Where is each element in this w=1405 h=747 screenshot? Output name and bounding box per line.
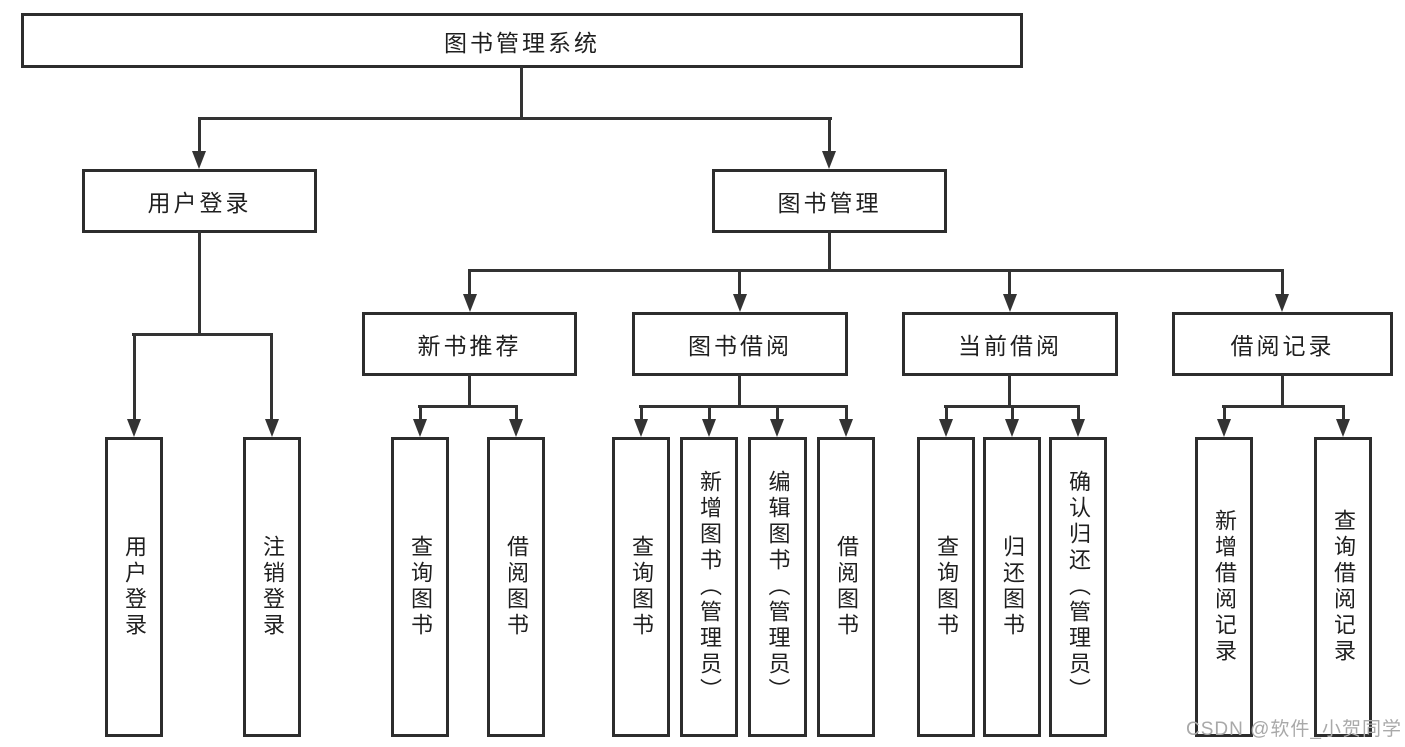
arrowhead-down-icon [509,419,523,437]
watermark: CSDN @软件_小贺同学 [1186,719,1402,740]
leaf-records-query: 查询借阅记录 [1314,437,1372,737]
leaf-bookborrow-borrow: 借阅图书 [817,437,875,737]
connector-line [1342,405,1345,421]
arrowhead-down-icon [265,419,279,437]
leaf-newbooks-borrow: 借阅图书 [487,437,545,737]
connector-line [1011,405,1014,421]
connector-line [845,405,848,421]
node-root: 图书管理系统 [21,13,1023,68]
connector-line [520,66,523,119]
arrowhead-down-icon [822,151,836,169]
connector-line [1281,269,1284,297]
connector-line [945,405,948,421]
connector-line [468,374,471,407]
connector-line [198,231,201,335]
connector-line [419,405,422,421]
arrowhead-down-icon [634,419,648,437]
connector-line [418,405,518,408]
connector-line [468,269,471,297]
connector-line [132,333,273,336]
connector-line [1223,405,1226,421]
connector-line [1008,269,1011,297]
node-book-borrow: 图书借阅 [632,312,848,376]
node-new-books: 新书推荐 [362,312,577,376]
connector-line [738,269,741,297]
node-user-login: 用户登录 [82,169,317,233]
leaf-user-login: 用户登录 [105,437,163,737]
arrowhead-down-icon [1336,419,1350,437]
connector-line [1077,405,1080,421]
arrowhead-down-icon [702,419,716,437]
arrowhead-down-icon [1071,419,1085,437]
node-borrow-records: 借阅记录 [1172,312,1393,376]
leaf-bookborrow-query: 查询图书 [612,437,670,737]
connector-line [1008,374,1011,407]
leaf-bookborrow-add: 新增图书（管理员） [680,437,738,737]
leaf-logout: 注销登录 [243,437,301,737]
arrowhead-down-icon [1003,294,1017,312]
connector-line [1281,374,1284,407]
connector-line [270,333,273,421]
connector-line [640,405,643,421]
arrowhead-down-icon [1217,419,1231,437]
arrowhead-down-icon [939,419,953,437]
connector-line [1222,405,1345,408]
node-book-mgmt: 图书管理 [712,169,947,233]
arrowhead-down-icon [733,294,747,312]
leaf-currentborrow-return: 归还图书 [983,437,1041,737]
leaf-currentborrow-query: 查询图书 [917,437,975,737]
leaf-currentborrow-confirm: 确认归还（管理员） [1049,437,1107,737]
arrowhead-down-icon [839,419,853,437]
leaf-bookborrow-edit: 编辑图书（管理员） [748,437,807,737]
connector-line [776,405,779,421]
arrowhead-down-icon [770,419,784,437]
connector-line [133,333,136,421]
arrowhead-down-icon [463,294,477,312]
connector-line [198,117,201,153]
connector-line [468,269,1284,272]
connector-line [515,405,518,421]
leaf-records-add: 新增借阅记录 [1195,437,1253,737]
connector-line [828,231,831,271]
node-current-borrow: 当前借阅 [902,312,1118,376]
arrowhead-down-icon [413,419,427,437]
connector-line [708,405,711,421]
connector-line [828,117,831,153]
connector-line [198,117,832,120]
connector-line [738,374,741,407]
arrowhead-down-icon [192,151,206,169]
arrowhead-down-icon [1005,419,1019,437]
arrowhead-down-icon [1275,294,1289,312]
leaf-newbooks-query: 查询图书 [391,437,449,737]
connector-line [639,405,848,408]
arrowhead-down-icon [127,419,141,437]
